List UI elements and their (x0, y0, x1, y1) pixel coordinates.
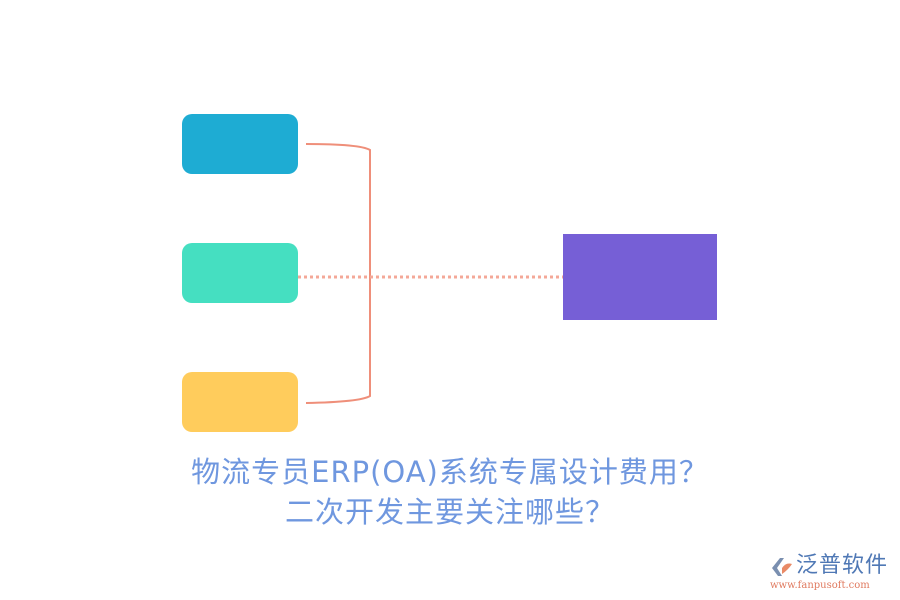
logo-url: www.fanpusoft.com (770, 580, 870, 591)
logo-mark-icon (772, 558, 792, 576)
purple-box (563, 234, 717, 320)
blue-box (182, 114, 298, 174)
yellow-box (182, 372, 298, 432)
bracket-connector (305, 143, 371, 404)
title-line-2: 二次开发主要关注哪些？ (284, 495, 615, 529)
brand-logo: 泛普软件 www.fanpusoft.com (770, 552, 895, 592)
logo-name: 泛普软件 (796, 553, 889, 578)
title-line-1: 物流专员ERP(OA)系统专属设计费用？ (191, 455, 709, 489)
teal-box (182, 243, 298, 303)
